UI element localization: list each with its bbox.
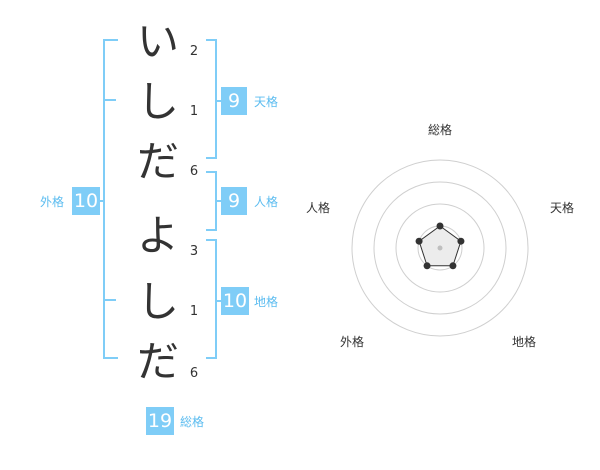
name-char-2: し [136, 77, 179, 126]
stroke-count-1: 2 [189, 44, 199, 59]
radar-axis-label-jinkaku: 人格 [305, 201, 330, 215]
radar-point-1 [436, 222, 444, 230]
stroke-count-6: 6 [189, 366, 199, 381]
radar-axis-label-gaikaku: 外格 [339, 335, 364, 349]
name-char-4: よ [136, 211, 179, 260]
gaikaku-label: 外格 [40, 195, 65, 209]
tenkaku-value-badge: 9 [221, 87, 247, 115]
radar-point-2 [457, 237, 465, 245]
soukaku-value-badge: 19 [146, 407, 174, 435]
chikaku-value-badge: 10 [221, 287, 249, 315]
name-char-3: だ [136, 137, 179, 186]
chikaku-label: 地格 [254, 295, 279, 309]
radar-point-5 [415, 237, 423, 245]
radar-ring-3 [373, 181, 507, 315]
radar-center [437, 245, 443, 251]
tenkaku-label: 天格 [254, 95, 279, 109]
tenkaku-bracket [206, 39, 217, 159]
chikaku-bracket [206, 239, 217, 359]
soukaku-label: 総格 [180, 415, 205, 429]
radar-ring-2 [395, 203, 485, 293]
radar-point-4 [423, 262, 431, 270]
gaikaku-value-badge: 10 [72, 187, 100, 215]
name-char-5: し [136, 277, 179, 326]
stroke-count-3: 6 [189, 164, 199, 179]
radar-axis-label-chikaku: 地格 [511, 335, 536, 349]
radar-axis-label-soukaku: 総格 [427, 123, 452, 137]
jinkaku-value-badge: 9 [221, 187, 247, 215]
radar-series-polygon [418, 225, 462, 267]
name-char-1: い [136, 17, 179, 66]
gaikaku-bracket [103, 39, 118, 359]
radar-axis-label-tenkaku: 天格 [549, 201, 574, 215]
jinkaku-label: 人格 [254, 195, 279, 209]
stroke-count-5: 1 [189, 304, 199, 319]
stroke-count-4: 3 [189, 244, 199, 259]
radar-point-3 [449, 262, 457, 270]
stroke-count-2: 1 [189, 104, 199, 119]
radar-ring-4 [351, 159, 529, 337]
name-char-6: だ [136, 337, 179, 386]
